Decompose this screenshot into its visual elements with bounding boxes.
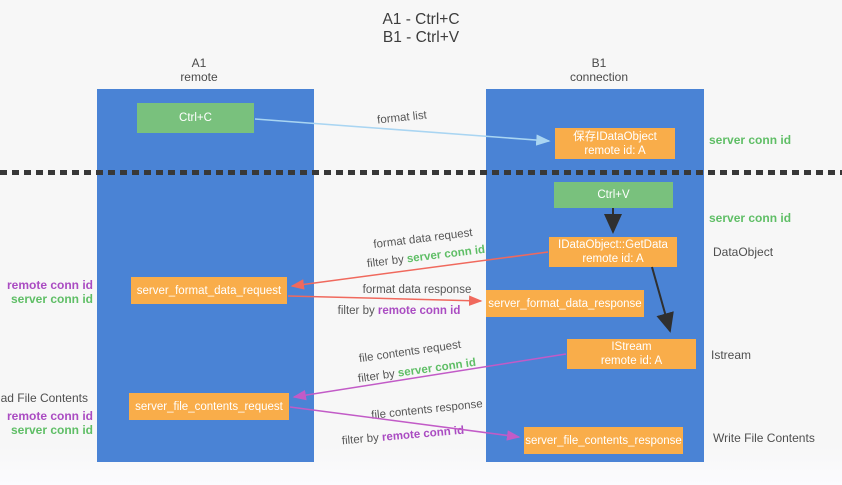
remote-conn-id-key: remote conn id [377, 305, 461, 317]
title-line-paste: B1 - Ctrl+V [382, 29, 460, 46]
column-header-b1: B1 connection [539, 56, 659, 84]
edge-label-format-data-response: format data response [362, 284, 472, 296]
remote-conn-id-key: remote conn id [381, 424, 465, 444]
column-header-a1: A1 remote [139, 56, 259, 84]
remote-conn-id-label: remote conn id [6, 409, 93, 423]
istream-label: Istream [711, 348, 752, 362]
istream-line2: remote id: A [600, 355, 663, 367]
node-server-format-data-request: server_format_data_request [131, 277, 287, 304]
node-server-format-data-response: server_format_data_response [486, 290, 644, 317]
server-file-contents-response-label: server_file_contents_response [525, 434, 682, 447]
dataobject-label: DataObject [713, 245, 774, 259]
node-save-idataobject: 保存IDataObject remote id: A [555, 128, 675, 159]
server-conn-id-label-top: server conn id [709, 133, 792, 147]
filter-by-prefix: filter by [337, 305, 378, 317]
edge-label-file-contents-response: file contents response [370, 398, 484, 422]
getdata-line1: IDataObject::GetData [558, 239, 668, 251]
filter-by-prefix: filter by [366, 253, 408, 271]
server-conn-id-key: server conn id [397, 356, 477, 380]
server-conn-id-key: server conn id [406, 243, 486, 266]
node-idataobject-getdata: IDataObject::GetData remote id: A [549, 237, 677, 267]
session-separator-dotted-line [0, 170, 842, 175]
node-server-file-contents-request: server_file_contents_request [129, 393, 289, 420]
title-line-copy: A1 - Ctrl+C [382, 11, 460, 28]
b1-subtitle: connection [569, 70, 629, 84]
left-conn-id-group-file: remote conn id server conn id [7, 409, 93, 437]
getdata-line2: remote id: A [582, 253, 644, 265]
save-idataobject-line2: remote id: A [584, 144, 646, 157]
node-ctrl-c: Ctrl+C [137, 103, 254, 133]
ctrl-c-label: Ctrl+C [179, 112, 212, 124]
a1-subtitle: remote [180, 70, 218, 84]
server-conn-id-label: server conn id [10, 423, 93, 437]
a1-name: A1 [191, 56, 207, 70]
istream-line1: IStream [611, 341, 652, 353]
b1-name: B1 [591, 56, 607, 70]
edge-label-format-list: format list [376, 109, 428, 127]
edge-label-file-contents-response-filter: filter by remote conn id [341, 425, 464, 448]
save-idataobject-line1: 保存IDataObject [573, 130, 657, 143]
server-format-data-response-label: server_format_data_response [488, 297, 642, 310]
server-file-contents-request-label: server_file_contents_request [135, 400, 283, 413]
server-conn-id-label-mid: server conn id [709, 211, 792, 225]
remote-conn-id-label: remote conn id [6, 278, 93, 292]
node-server-file-contents-response: server_file_contents_response [524, 427, 683, 454]
server-conn-id-label: server conn id [10, 292, 93, 306]
edge-label-format-data-response-filter: filter by remote conn id [338, 305, 461, 317]
write-file-contents-label: Write File Contents [713, 431, 815, 445]
server-format-data-request-label: server_format_data_request [136, 284, 282, 297]
ctrl-v-label: Ctrl+V [597, 189, 630, 201]
node-ctrl-v: Ctrl+V [554, 182, 673, 208]
diagram-title: A1 - Ctrl+C B1 - Ctrl+V [0, 11, 842, 47]
filter-by-prefix: filter by [357, 367, 399, 386]
left-conn-id-group-format: remote conn id server conn id [7, 278, 93, 306]
read-file-contents-label: Read File Contents [0, 391, 88, 405]
arrow-format-data-response [287, 295, 483, 306]
node-istream: IStream remote id: A [567, 339, 696, 369]
filter-by-prefix: filter by [341, 431, 383, 448]
